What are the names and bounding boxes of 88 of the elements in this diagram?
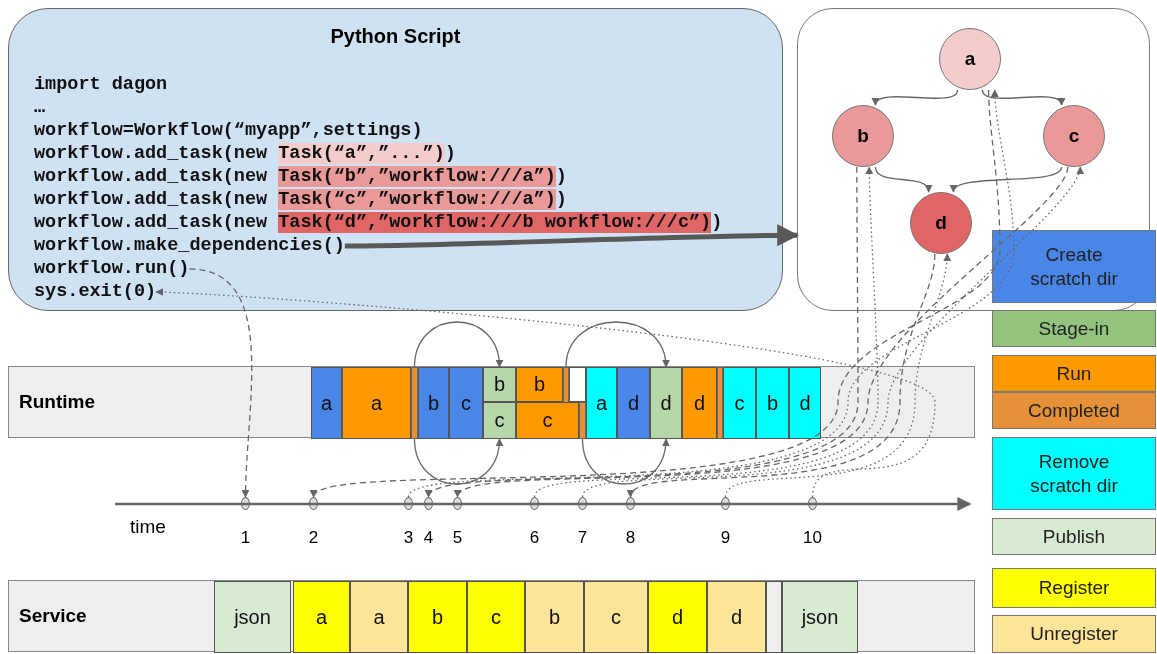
code-line: workflow.add_task(new Task(“c”,”workflow:///a”)) [34, 189, 567, 211]
arrow [629, 253, 936, 498]
completed-bar [563, 367, 569, 403]
arrow [407, 89, 1015, 498]
arrow [413, 321, 503, 368]
arrow [413, 438, 503, 485]
script-panel [8, 8, 783, 311]
task-block: c [483, 402, 516, 439]
time-point-number: 4 [423, 528, 434, 548]
code-line: workflow.add_task(new Task(“a”,”...”)) [34, 143, 456, 165]
panel-title: Python Script [330, 25, 461, 48]
task-block: b [525, 581, 584, 653]
completed-bar [717, 367, 723, 439]
arrow [874, 166, 931, 193]
arrow [581, 438, 670, 485]
legend-swatch: Completed [992, 392, 1156, 429]
task-block: a [311, 367, 342, 439]
time-point-number: 5 [452, 528, 463, 548]
task-block: d [789, 367, 821, 439]
legend-swatch: Run [992, 355, 1156, 392]
task-block: c [723, 367, 756, 439]
arrow [533, 166, 879, 498]
legend-swatch: Unregister [992, 615, 1156, 653]
axis-label: time [130, 516, 166, 538]
arrow [188, 268, 253, 498]
lane-bar [8, 366, 975, 438]
time-point-number: 6 [529, 528, 540, 548]
task-block: b [756, 367, 789, 439]
code-line: … [34, 97, 46, 119]
empty-block [569, 367, 586, 402]
completed-bar [411, 367, 418, 439]
empty-block [766, 581, 782, 653]
task-block: d [650, 367, 682, 439]
time-point-number: 7 [577, 528, 588, 548]
arrow [155, 288, 936, 498]
arrow [344, 224, 800, 249]
task-block: b [408, 581, 467, 653]
code-line: workflow.run() [34, 258, 190, 280]
arrow [581, 166, 1082, 498]
arrow [981, 89, 1063, 106]
legend-swatch: Stage-in [992, 310, 1156, 347]
completed-bar [579, 402, 586, 439]
lane-bar [8, 580, 975, 652]
arrow [565, 321, 669, 368]
code-line: workflow=Workflow(“myapp”,settings) [34, 120, 423, 142]
task-block: b [483, 367, 516, 402]
task-block: c [449, 367, 483, 439]
task-block: c [584, 581, 648, 653]
time-point-number: 10 [803, 528, 822, 548]
task-block: c [467, 581, 525, 653]
task-block: b [516, 367, 563, 402]
arrow [312, 89, 1001, 498]
arrow [427, 166, 859, 498]
time-point-number: 9 [720, 528, 731, 548]
arrow [952, 166, 1063, 193]
task-block: json [214, 581, 291, 653]
task-block: a [342, 367, 411, 439]
task-block: d [648, 581, 707, 653]
code-line: workflow.add_task(new Task(“b”,”workflow:///a”)) [34, 166, 567, 188]
task-block: json [782, 581, 858, 653]
task-node: d [910, 192, 972, 254]
task-block: a [586, 367, 617, 439]
arrow [874, 89, 959, 106]
task-block: b [418, 367, 449, 439]
legend-swatch: Register [992, 568, 1156, 608]
lane-label: Service [19, 605, 87, 627]
time-point-number: 2 [308, 528, 319, 548]
legend-swatch: Publish [992, 518, 1156, 555]
legend-swatch: Create scratch dir [992, 230, 1156, 303]
task-node: c [1043, 105, 1105, 167]
code-line: sys.exit(0) [34, 281, 157, 303]
lane-label: Runtime [19, 391, 95, 413]
task-block: c [516, 402, 579, 439]
task-block: d [682, 367, 717, 439]
task-node: b [832, 105, 894, 167]
legend-swatch: Remove scratch dir [992, 437, 1156, 510]
task-block: a [350, 581, 408, 653]
task-block: d [707, 581, 766, 653]
code-line: workflow.make_dependencies() [34, 235, 345, 257]
arrow [456, 166, 1069, 498]
task-block: a [293, 581, 350, 653]
time-point-number: 8 [625, 528, 636, 548]
code-line: import dagon [34, 74, 168, 96]
arrow [724, 253, 951, 498]
task-block: d [617, 367, 650, 439]
task-node: a [939, 28, 1001, 90]
time-point-number: 3 [403, 528, 414, 548]
time-point-number: 1 [240, 528, 251, 548]
